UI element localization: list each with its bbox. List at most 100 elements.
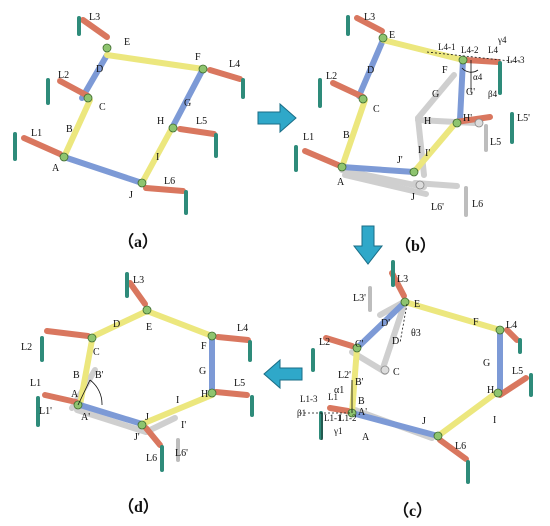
svg-text:G: G xyxy=(199,366,206,377)
svg-text:B': B' xyxy=(355,377,364,388)
link-DE xyxy=(79,52,110,101)
svg-text:B: B xyxy=(73,370,80,381)
link-b-JI xyxy=(411,123,456,175)
arrow-down xyxy=(352,225,384,265)
panel-c: L3 L3' E D' θ3 F L4 L2 C' D C G L2' L5 α… xyxy=(297,260,533,484)
svg-text:C: C xyxy=(93,347,100,358)
label-a-L6: L6 xyxy=(164,176,175,187)
svg-text:H: H xyxy=(424,116,431,127)
svg-text:L4: L4 xyxy=(488,45,498,55)
svg-text:L1: L1 xyxy=(328,392,338,402)
svg-text:J: J xyxy=(145,412,149,423)
joint-J xyxy=(137,178,147,188)
label-a-J: J xyxy=(129,190,133,201)
svg-text:L5: L5 xyxy=(234,378,245,389)
svg-text:E: E xyxy=(414,299,420,310)
svg-text:H': H' xyxy=(463,113,472,124)
link-b-EF xyxy=(380,37,466,63)
leg-L6 xyxy=(143,185,186,194)
svg-text:F: F xyxy=(473,317,479,328)
leg-L1 xyxy=(21,135,63,157)
link-b-CB xyxy=(339,97,368,170)
svg-text:D': D' xyxy=(381,318,390,329)
arrow-right xyxy=(257,102,297,134)
leg-L4 xyxy=(207,67,243,82)
svg-text:B': B' xyxy=(95,370,104,381)
svg-text:L1: L1 xyxy=(30,378,41,389)
label-a-H: H xyxy=(157,116,164,127)
joint-C xyxy=(83,93,93,103)
joint-A xyxy=(59,152,69,162)
svg-text:J: J xyxy=(422,416,426,427)
svg-text:L2: L2 xyxy=(21,342,32,353)
svg-text:γ4: γ4 xyxy=(497,35,507,45)
link-FG xyxy=(169,66,206,131)
label-a-E: E xyxy=(124,37,130,48)
svg-text:L4: L4 xyxy=(506,320,517,331)
svg-text:C: C xyxy=(373,104,380,115)
svg-text:E: E xyxy=(389,30,395,41)
svg-text:J: J xyxy=(411,192,415,203)
svg-text:L3: L3 xyxy=(364,12,375,23)
label-a-L5: L5 xyxy=(196,116,207,127)
svg-text:L4-2: L4-2 xyxy=(461,45,479,55)
svg-text:L5': L5' xyxy=(517,113,530,124)
label-a-I: I xyxy=(156,152,159,163)
svg-text:J': J' xyxy=(397,155,403,166)
svg-text:L2: L2 xyxy=(319,337,330,348)
svg-text:L6: L6 xyxy=(455,441,466,452)
svg-text:L1': L1' xyxy=(39,406,52,417)
caption-a: （a） xyxy=(118,233,158,251)
link-b-DE xyxy=(356,37,386,99)
svg-text:H: H xyxy=(487,385,494,396)
svg-text:L6: L6 xyxy=(472,199,483,210)
svg-text:F: F xyxy=(201,341,207,352)
svg-text:L4: L4 xyxy=(237,323,248,334)
svg-text:G: G xyxy=(432,89,439,100)
svg-text:L6': L6' xyxy=(431,202,444,213)
svg-text:D: D xyxy=(392,336,399,347)
svg-text:G: G xyxy=(483,358,490,369)
panel-d: L3 D E L4 L2 C F B B' G L5 L1 A H L1' A'… xyxy=(21,272,254,472)
svg-text:L2': L2' xyxy=(338,370,351,381)
caption-b: （b） xyxy=(395,237,436,255)
svg-text:A': A' xyxy=(358,407,367,418)
svg-text:β4: β4 xyxy=(488,89,498,99)
svg-text:B: B xyxy=(343,130,350,141)
svg-text:L3': L3' xyxy=(353,293,366,304)
label-a-A: A xyxy=(52,163,60,174)
svg-text:L6: L6 xyxy=(146,453,157,464)
link-AJ xyxy=(61,154,145,186)
svg-text:J': J' xyxy=(134,432,140,443)
svg-text:A': A' xyxy=(81,412,90,423)
label-a-F: F xyxy=(195,52,201,63)
svg-text:D: D xyxy=(113,319,120,330)
label-a-L2: L2 xyxy=(58,70,69,81)
joint-E xyxy=(102,43,112,53)
svg-text:L4-1: L4-1 xyxy=(438,42,456,52)
panel-a: L3 E D F L4 L2 C G H L5 B L1 I A J L6 xyxy=(13,12,245,215)
label-a-G: G xyxy=(184,98,191,109)
panel-b: L3 E L4-1 L4-2 L4 L4-3 γ4 α4 β4 D F L2 C… xyxy=(294,12,530,217)
leg-L3 xyxy=(80,17,110,40)
link-EF xyxy=(104,52,206,72)
svg-text:γ1: γ1 xyxy=(333,426,342,436)
svg-text:θ3: θ3 xyxy=(411,328,421,339)
svg-text:E: E xyxy=(146,322,152,333)
label-a-C: C xyxy=(99,102,106,113)
svg-text:L1-1: L1-1 xyxy=(324,413,342,423)
svg-text:β1: β1 xyxy=(297,408,306,418)
svg-text:L1: L1 xyxy=(303,132,314,143)
svg-text:L5: L5 xyxy=(512,366,523,377)
svg-text:α4: α4 xyxy=(473,72,483,82)
svg-text:L4-3: L4-3 xyxy=(507,55,525,65)
link-b-AJ xyxy=(339,164,417,175)
svg-text:D: D xyxy=(367,65,374,76)
label-a-L4: L4 xyxy=(229,59,240,70)
label-a-L1: L1 xyxy=(31,128,42,139)
svg-text:L3: L3 xyxy=(397,274,408,285)
svg-text:H: H xyxy=(201,389,208,400)
link-b-GH xyxy=(457,57,466,123)
caption-c: （c） xyxy=(393,502,432,520)
